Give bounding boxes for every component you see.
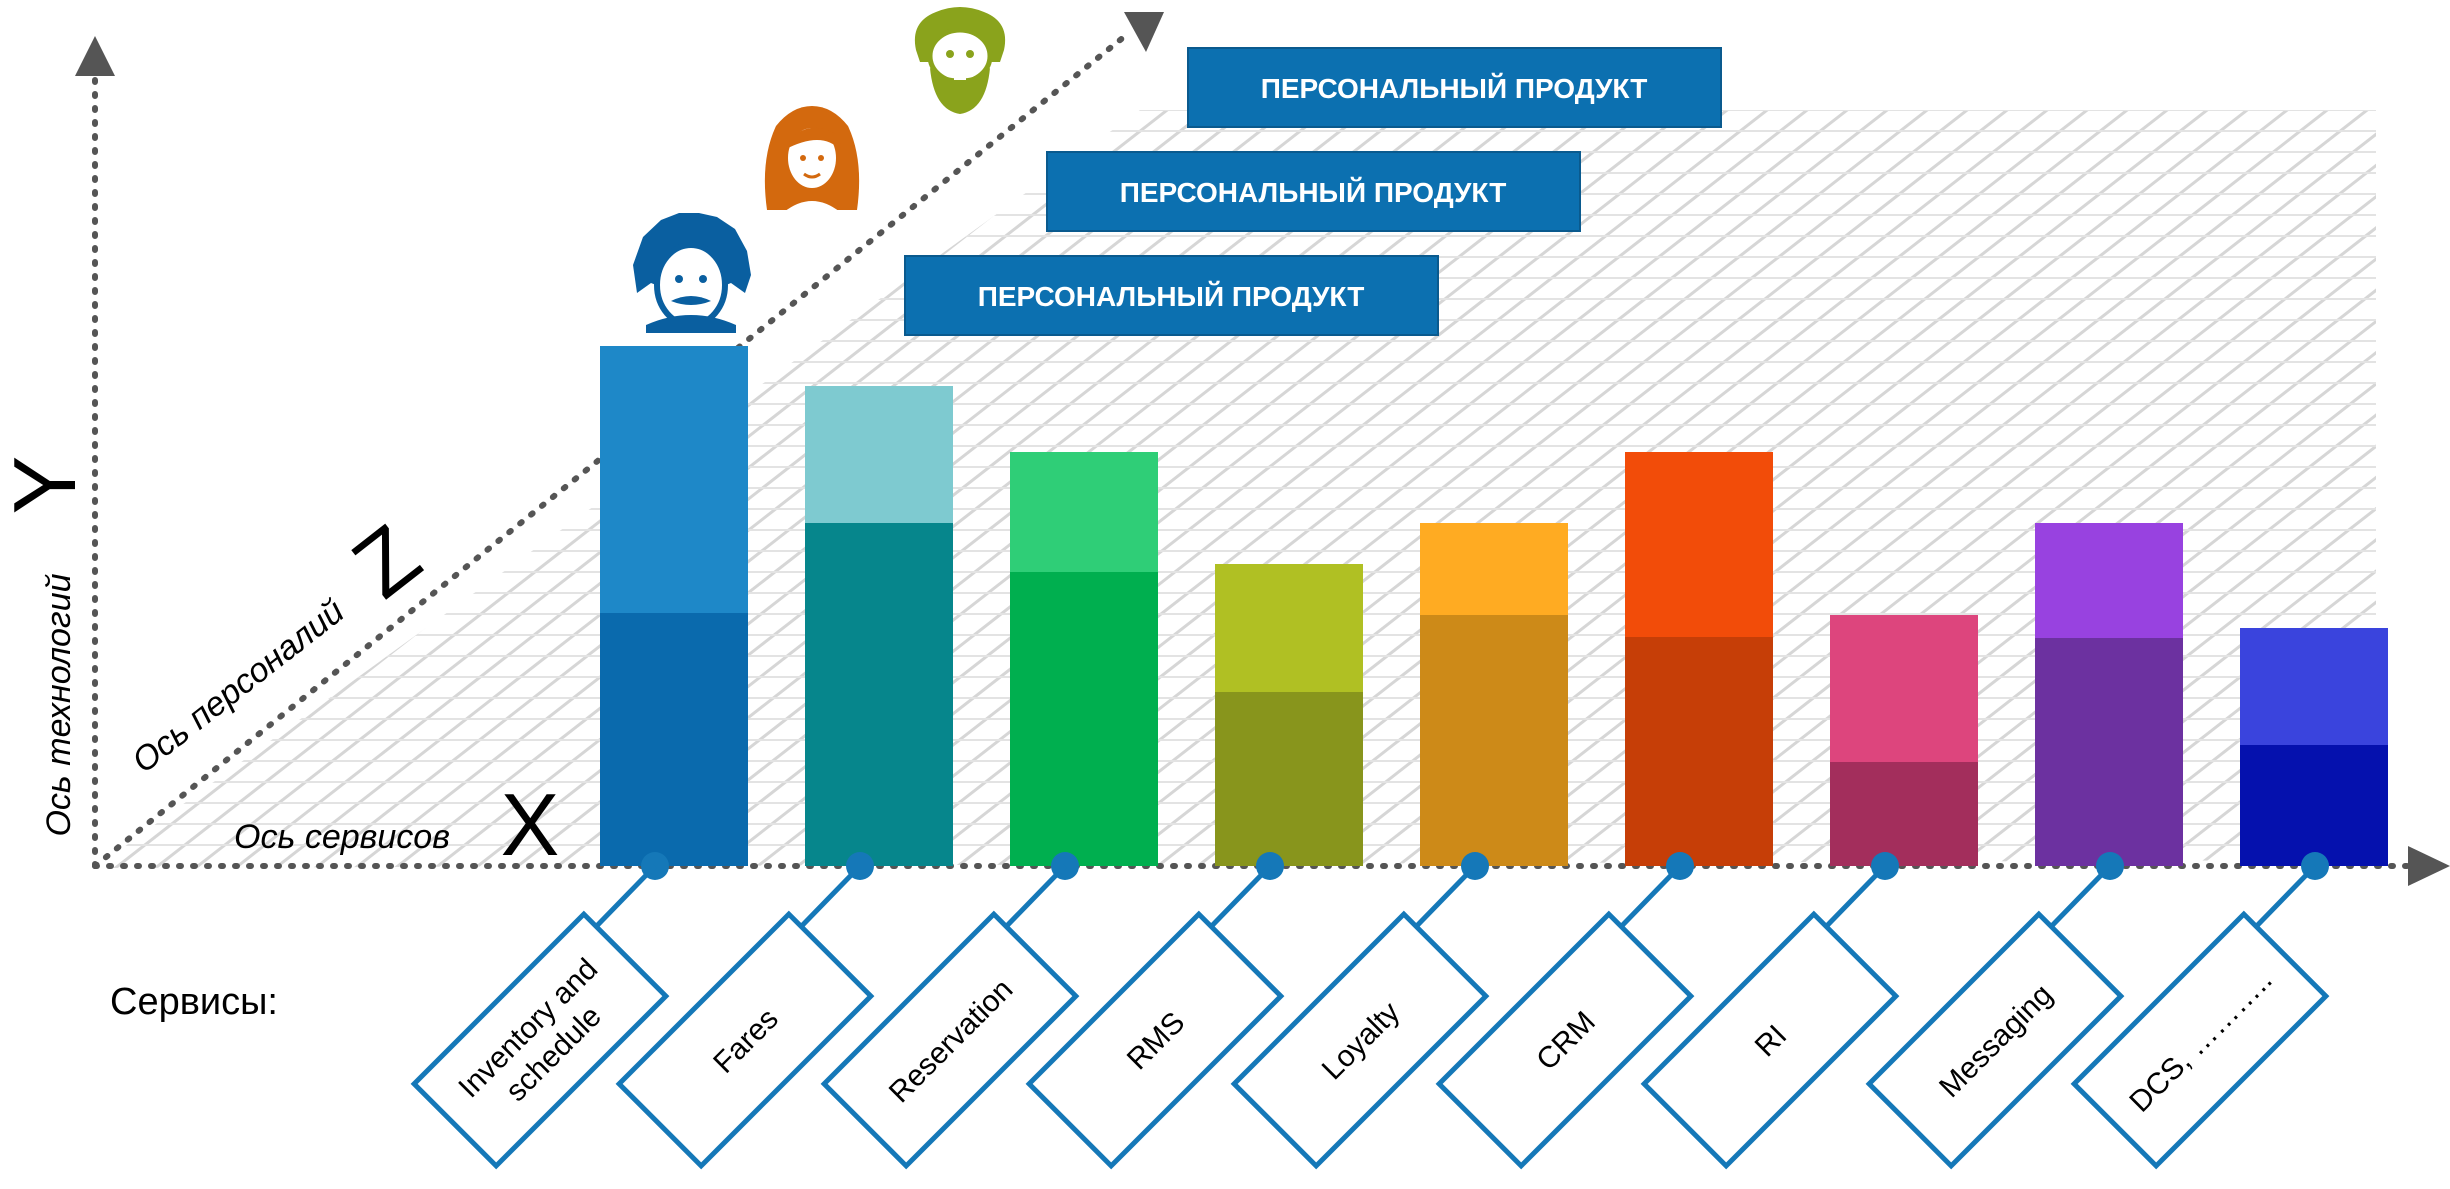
service-bar [1010, 452, 1158, 866]
bar-segment-bottom [2035, 638, 2183, 866]
service-bar [2035, 523, 2183, 866]
service-bar [600, 346, 748, 866]
service-label-box: CRM [1435, 910, 1695, 1170]
label-frame [1865, 910, 2125, 1170]
bar-segment-bottom [1830, 762, 1978, 866]
y-axis-caption: Ось технологий [40, 573, 78, 836]
bar-segment-bottom [1010, 572, 1158, 866]
z-axis [92, 29, 1133, 869]
service-label-box: RI [1640, 910, 1900, 1170]
label-frame [410, 910, 670, 1170]
service-label-group: Reservation [820, 852, 1080, 1170]
banner-label: ПЕРСОНАЛЬНЫЙ ПРОДУКТ [1120, 176, 1507, 208]
x-axis-caption: Ось сервисов [234, 818, 450, 856]
label-frame [1230, 910, 1490, 1170]
woman-avatar-icon [764, 106, 860, 212]
bar-segment-bottom [2240, 745, 2388, 866]
x-axis-letter: X [501, 775, 560, 874]
label-frame [820, 910, 1080, 1170]
service-label-box: RMS [1025, 910, 1285, 1170]
y-axis-letter: Y [0, 456, 94, 515]
service-bar [805, 386, 953, 866]
label-frame [1640, 910, 1900, 1170]
service-label-group: RI [1640, 852, 1900, 1170]
label-frame [1435, 910, 1695, 1170]
banner-label: ПЕРСОНАЛЬНЫЙ ПРОДУКТ [978, 280, 1365, 312]
bar-segment-top [1010, 452, 1158, 572]
banner-personal-product-3: ПЕРСОНАЛЬНЫЙ ПРОДУКТ [1187, 47, 1722, 128]
label-frame [2070, 910, 2330, 1170]
service-label-group: Loyalty [1230, 852, 1490, 1170]
service-label-group: RMS [1025, 852, 1285, 1170]
service-label-box: Reservation [820, 910, 1080, 1170]
service-bar [2240, 628, 2388, 866]
bar-segment-top [2240, 628, 2388, 745]
service-label-box: DCS, ……….. [2070, 910, 2330, 1170]
service-label-box: Messaging [1865, 910, 2125, 1170]
banner-personal-product-1: ПЕРСОНАЛЬНЫЙ ПРОДУКТ [904, 255, 1439, 336]
bar-segment-top [1625, 452, 1773, 637]
service-bar [1830, 615, 1978, 866]
z-axis-arrow-icon [1124, 12, 1164, 52]
service-bars [600, 346, 2388, 866]
service-bar [1625, 452, 1773, 866]
service-bar [1215, 564, 1363, 866]
service-label-group: CRM [1435, 852, 1695, 1170]
einstein-avatar-icon [633, 213, 751, 333]
bar-segment-bottom [1420, 615, 1568, 866]
bar-segment-bottom [1215, 692, 1363, 866]
bearded-man-avatar-icon [914, 7, 1006, 114]
x-axis-arrow-icon [2408, 846, 2450, 886]
bar-segment-top [1830, 615, 1978, 762]
y-axis-arrow-icon [75, 36, 115, 76]
bar-segment-bottom [805, 523, 953, 866]
bar-segment-top [2035, 523, 2183, 638]
bar-segment-top [805, 386, 953, 523]
service-label-group: Messaging [1865, 852, 2125, 1170]
banner-label: ПЕРСОНАЛЬНЫЙ ПРОДУКТ [1261, 72, 1648, 104]
bar-segment-bottom [1625, 637, 1773, 866]
bar-segment-top [1215, 564, 1363, 692]
banner-personal-product-2: ПЕРСОНАЛЬНЫЙ ПРОДУКТ [1046, 151, 1581, 232]
service-label-box: Loyalty [1230, 910, 1490, 1170]
label-frame [615, 910, 875, 1170]
service-label-group: DCS, ……….. [2070, 852, 2330, 1170]
service-bar [1420, 523, 1568, 866]
bar-segment-bottom [600, 613, 748, 866]
service-label-group: Fares [615, 852, 875, 1170]
service-label-box: Fares [615, 910, 875, 1170]
bar-segment-top [600, 346, 748, 613]
bar-segment-top [1420, 523, 1568, 615]
services-caption: Сервисы: [110, 981, 278, 1023]
label-frame [1025, 910, 1285, 1170]
